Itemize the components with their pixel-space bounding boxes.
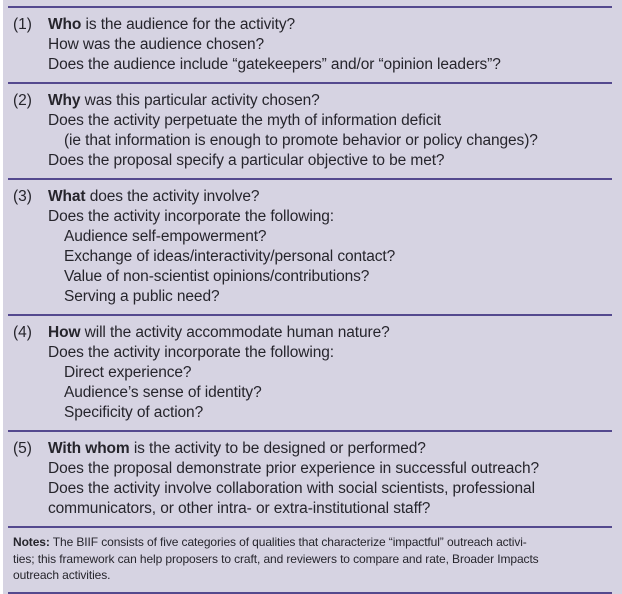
section-2: (2) Why was this particular activity chos… <box>3 84 622 178</box>
question-line: Does the activity perpetuate the myth of… <box>48 112 441 129</box>
section-divider <box>8 82 612 84</box>
section-divider <box>8 430 612 432</box>
section-5: (5) With whom is the activity to be desig… <box>3 432 622 526</box>
question-line: How was the audience chosen? <box>48 36 265 53</box>
question-line: Audience’s sense of identity? <box>64 384 262 401</box>
section-divider <box>8 526 612 528</box>
question-line: With whom is the activity to be designed… <box>48 440 426 457</box>
question-line: Direct experience? <box>64 364 192 381</box>
question-line: communicators, or other intra- or extra-… <box>48 500 431 517</box>
notes-line: Notes: The BIIF consists of five categor… <box>13 534 612 551</box>
section-1: (1) Who is the audience for the activity?… <box>3 8 622 82</box>
section-content: With whom is the activity to be designed… <box>48 439 610 519</box>
question-line: Serving a public need? <box>64 288 220 305</box>
section-3: (3) What does the activity involve? Does t… <box>3 180 622 314</box>
notes-label: Notes: <box>13 535 50 549</box>
section-number: (3) <box>13 188 32 205</box>
question-line: Why was this particular activity chosen? <box>48 92 320 109</box>
question-line: Does the activity incorporate the follow… <box>48 208 334 225</box>
question-line: Does the activity involve collaboration … <box>48 480 535 497</box>
keyword: How <box>48 324 81 341</box>
notes-text: The BIIF consists of five categories of … <box>49 535 527 549</box>
notes-line: outreach activities. <box>13 568 111 582</box>
question-line: How will the activity accommodate human … <box>48 324 390 341</box>
section-content: How will the activity accommodate human … <box>48 323 610 423</box>
section-divider <box>8 314 612 316</box>
question-line: Does the proposal specify a particular o… <box>48 152 445 169</box>
section-number: (1) <box>13 16 32 33</box>
question-line: Exchange of ideas/interactivity/personal… <box>64 248 396 265</box>
section-content: Why was this particular activity chosen?… <box>48 91 610 171</box>
biif-framework-table: (1) Who is the audience for the activity?… <box>3 0 622 594</box>
sections-container: (1) Who is the audience for the activity?… <box>3 8 622 528</box>
notes-block: Notes: The BIIF consists of five categor… <box>3 528 622 592</box>
question-line: Value of non-scientist opinions/contribu… <box>64 268 370 285</box>
bottom-rule <box>8 591 612 594</box>
keyword: With whom <box>48 440 130 457</box>
section-content: What does the activity involve? Does the … <box>48 187 610 307</box>
question-line: Does the audience include “gatekeepers” … <box>48 56 501 73</box>
question-line: Does the activity incorporate the follow… <box>48 344 334 361</box>
question-line: (ie that information is enough to promot… <box>64 132 538 149</box>
section-number: (2) <box>13 92 32 109</box>
top-rule <box>8 6 612 8</box>
question-line: Audience self-empowerment? <box>64 228 267 245</box>
keyword: Why <box>48 92 81 109</box>
section-content: Who is the audience for the activity? How… <box>48 15 610 75</box>
section-number: (5) <box>13 440 32 457</box>
keyword: Who <box>48 16 82 33</box>
question-line: Who is the audience for the activity? <box>48 16 296 33</box>
section-4: (4) How will the activity accommodate hum… <box>3 316 622 430</box>
notes-line: ties; this framework can help proposers … <box>13 551 539 566</box>
question-line: Specificity of action? <box>64 404 204 421</box>
question-line: Does the proposal demonstrate prior expe… <box>48 460 539 477</box>
section-number: (4) <box>13 324 32 341</box>
question-line: What does the activity involve? <box>48 188 260 205</box>
section-divider <box>8 178 612 180</box>
keyword: What <box>48 188 86 205</box>
